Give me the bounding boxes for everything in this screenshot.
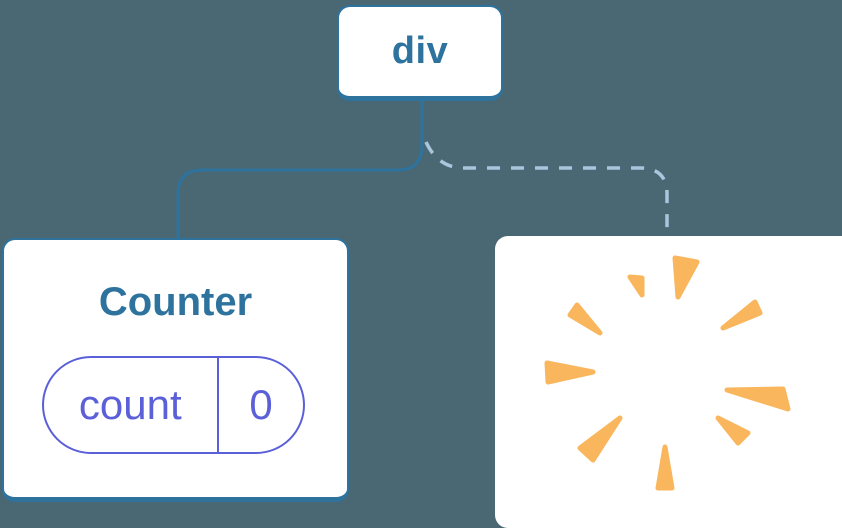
removed-component-node (495, 236, 842, 528)
dashed-connector-line (424, 141, 669, 238)
root-div-node: div (337, 5, 503, 101)
counter-state-pill: count 0 (42, 356, 305, 454)
poof-ray-lower-right (715, 415, 751, 446)
state-pill-divider (216, 358, 219, 452)
poof-ray-upper-right (720, 299, 763, 331)
counter-component-node: Counter count 0 (2, 238, 349, 502)
poof-ray-top-left-small (627, 274, 645, 298)
poof-ray-bottom (655, 444, 675, 491)
poof-ray-right (724, 386, 791, 412)
poof-ray-lower-left (577, 415, 623, 463)
poof-ray-upper-left (567, 302, 603, 336)
state-key-label: count (78, 381, 182, 428)
state-value-cell: 0 (219, 358, 303, 452)
poof-ray-left (544, 360, 596, 385)
connector-lines-layer (176, 100, 669, 240)
poof-icon (544, 255, 791, 491)
solid-connector-line (176, 100, 424, 240)
root-div-label: div (391, 30, 449, 72)
state-value-label: 0 (249, 381, 273, 428)
state-key-cell: count (44, 358, 217, 452)
poof-ray-top (672, 255, 700, 300)
counter-title: Counter (98, 280, 253, 324)
